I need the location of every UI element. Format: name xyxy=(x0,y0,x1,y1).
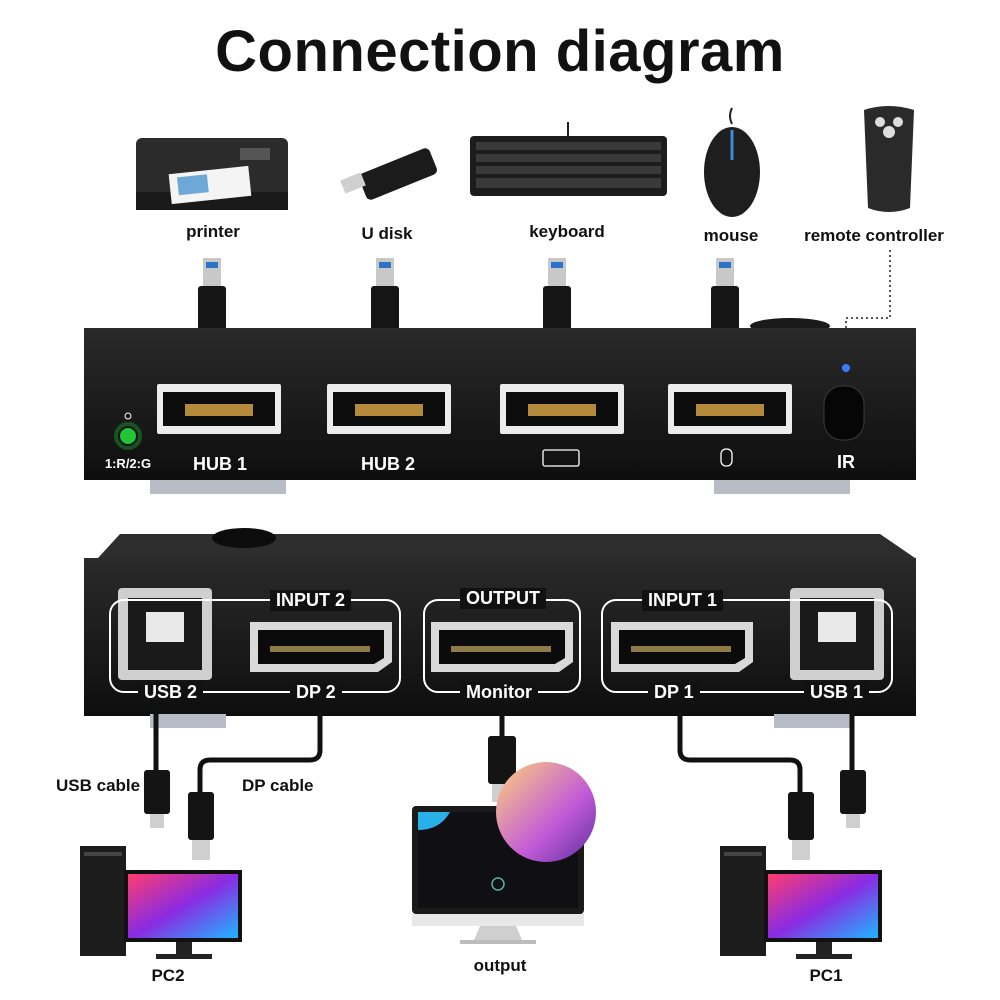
front-panel xyxy=(84,318,916,494)
lower-cables xyxy=(153,706,855,792)
cable-connectors xyxy=(144,736,866,860)
monitor-label: Monitor xyxy=(460,682,538,703)
dp2-label: DP 2 xyxy=(290,682,342,703)
pc2-label: PC2 xyxy=(151,966,185,985)
usb2-label: USB 2 xyxy=(138,682,204,703)
input1-label: INPUT 1 xyxy=(642,590,724,611)
pc1-computer-icon xyxy=(720,846,882,959)
hub2-label: HUB 2 xyxy=(360,454,415,474)
led-mode-label: 1:R/2:G xyxy=(104,456,152,471)
keyboard-icon xyxy=(470,122,667,196)
udisk-label: U disk xyxy=(361,224,413,243)
output-label: OUTPUT xyxy=(460,588,546,609)
usb-drive-icon xyxy=(340,148,437,200)
mouse-label: mouse xyxy=(703,226,759,245)
dp-cable-label: DP cable xyxy=(242,776,314,795)
hub1-label: HUB 1 xyxy=(192,454,247,474)
input2-label: INPUT 2 xyxy=(270,590,352,611)
ir-label: IR xyxy=(837,452,855,472)
keyboard-label: keyboard xyxy=(529,222,605,241)
printer-label: printer xyxy=(186,222,240,241)
output-monitor-icon xyxy=(412,762,596,944)
remote-controller-icon xyxy=(864,106,914,212)
usb-cable-label: USB cable xyxy=(56,776,141,795)
printer-icon xyxy=(136,138,288,210)
diagram-title: Connection diagram xyxy=(215,19,785,84)
usb1-label: USB 1 xyxy=(804,682,870,703)
pc1-label: PC1 xyxy=(809,966,843,985)
pc2-computer-icon xyxy=(80,846,242,959)
mouse-icon xyxy=(704,107,760,217)
output-device-label: output xyxy=(473,956,527,975)
dp1-label: DP 1 xyxy=(648,682,700,703)
remote-controller-label: remote controller xyxy=(804,226,944,245)
